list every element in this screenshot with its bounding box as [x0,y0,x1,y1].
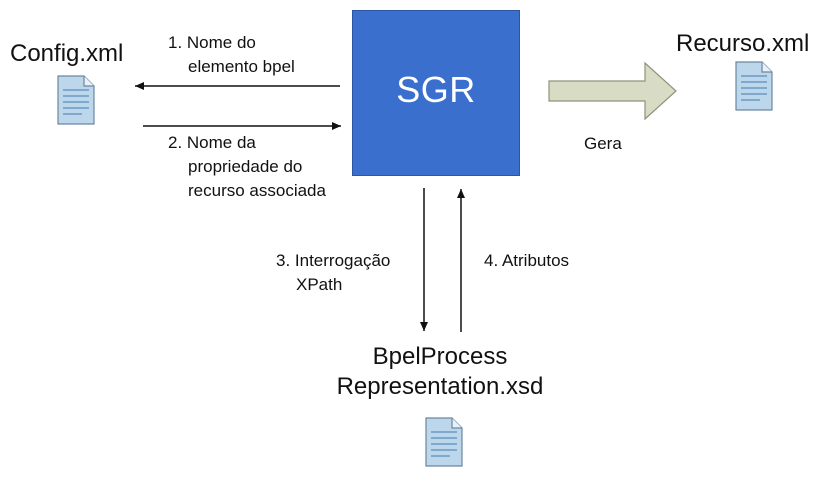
config-document-icon [57,75,95,125]
step3-label-line2: XPath [296,275,343,294]
step2-label-line1: 2. Nome da [168,133,256,152]
resource-file-label: Recurso.xml [676,30,810,57]
step2-label-line3: recurso associada [188,181,326,200]
sgr-system-box: SGR [352,10,520,176]
step1-label-line2: elemento bpel [188,57,295,76]
schema-document-icon [425,417,463,467]
schema-file-label-line2: Representation.xsd [336,373,544,400]
resource-document-icon [735,61,773,111]
generates-arrow [548,61,677,121]
step3-label-line1: 3. Interrogação [276,251,391,270]
sgr-label: SGR [396,69,476,110]
step1-label-line1: 1. Nome do [168,33,256,52]
step4-label: 4. Atributos [484,251,570,270]
step2-label-line2: propriedade do [188,157,303,176]
config-file-label: Config.xml [10,40,124,67]
schema-file-label-line1: BpelProcess [372,343,508,370]
generates-label: Gera [584,134,622,153]
